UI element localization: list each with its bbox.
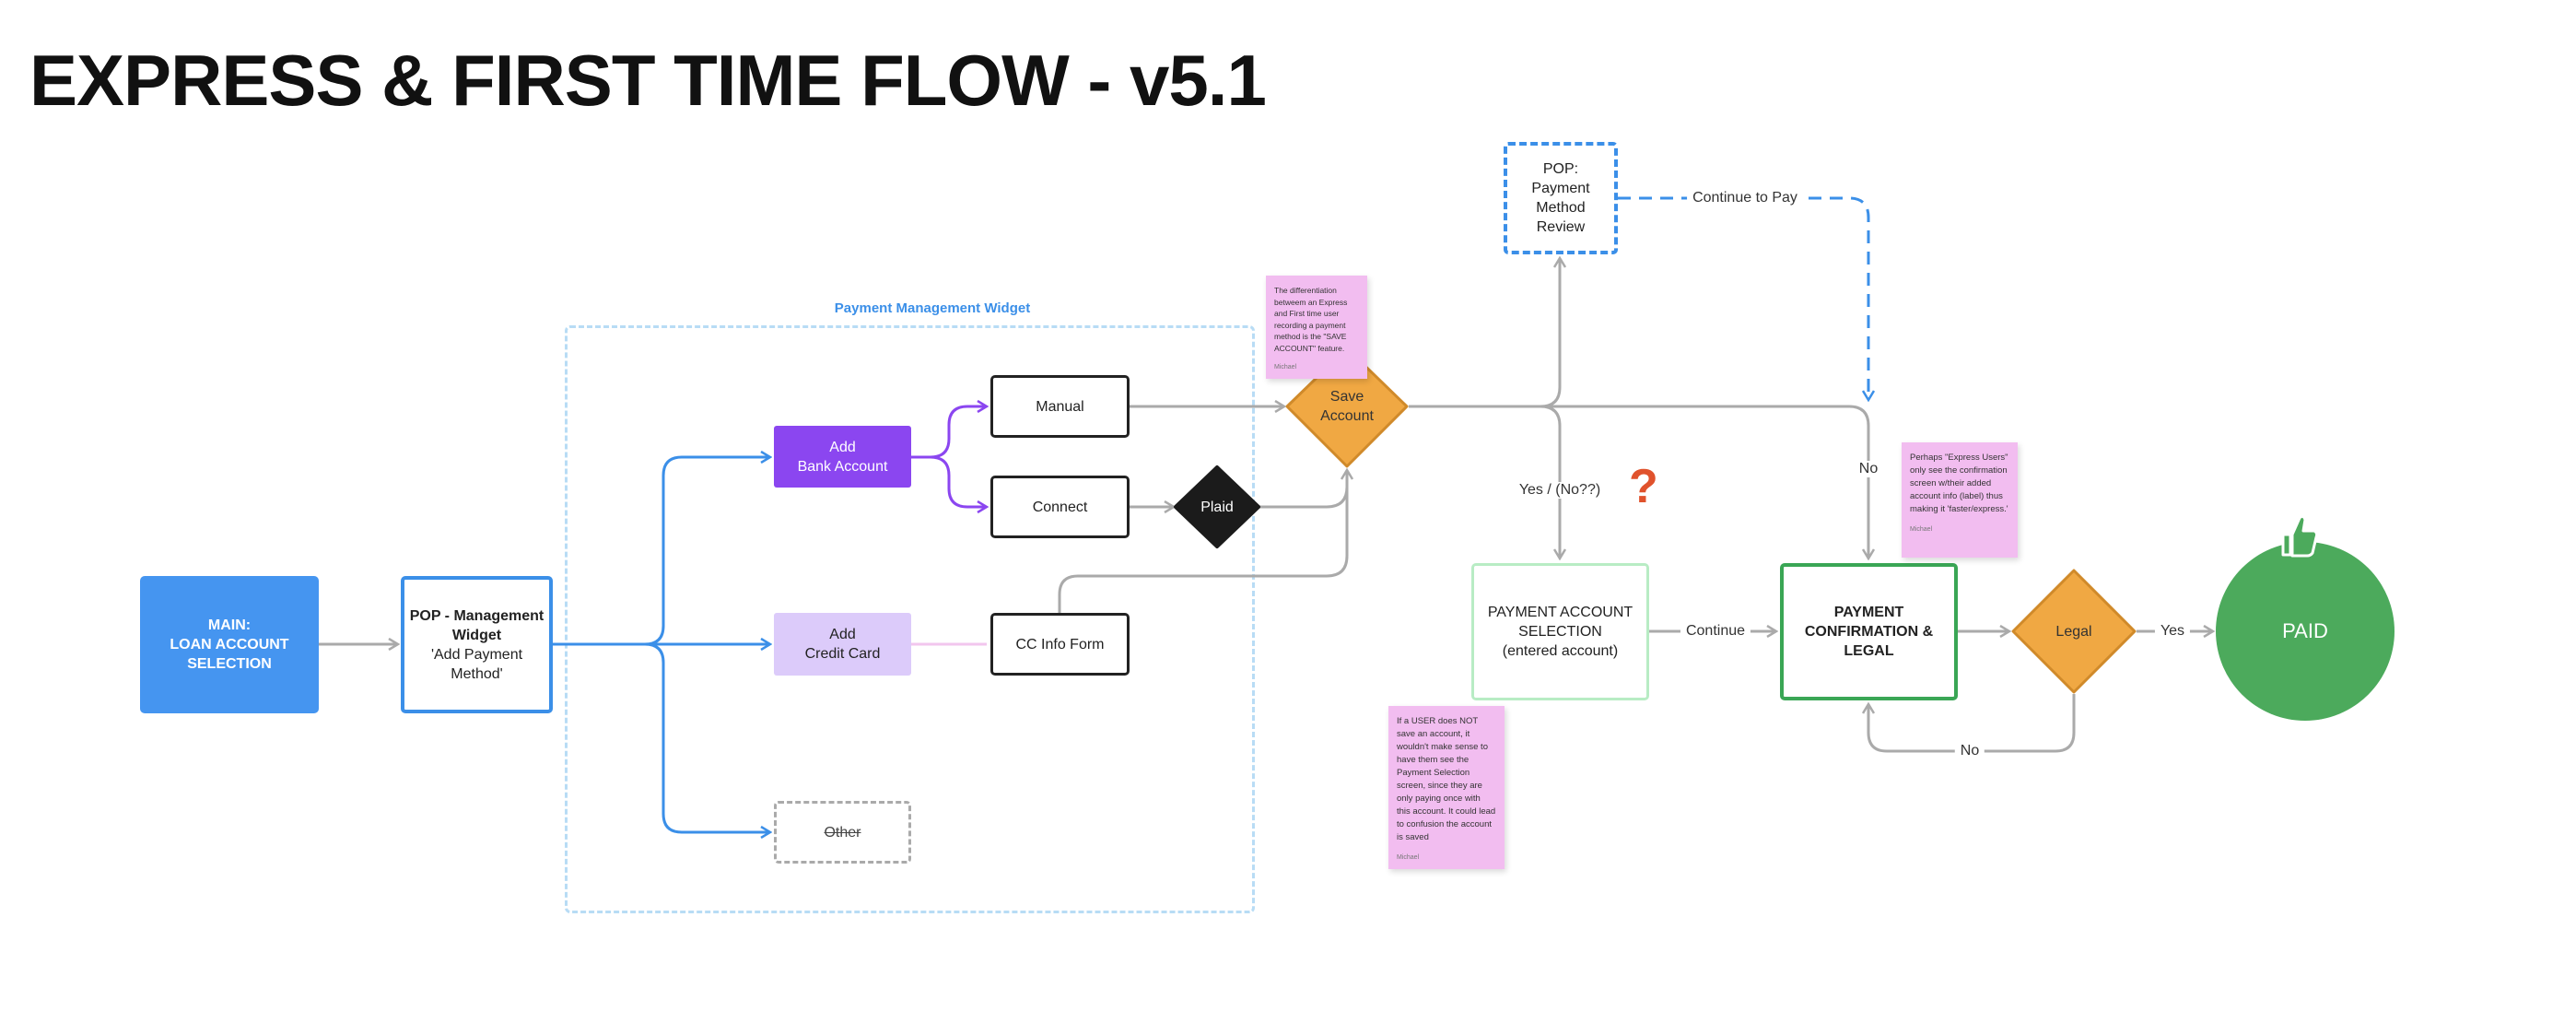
manual-node[interactable]: Manual <box>990 375 1130 438</box>
pop-title: POP - Management Widget <box>409 607 544 643</box>
edge-save-review <box>1540 258 1560 408</box>
pop-management-widget[interactable]: POP - Management Widget'Add Payment Meth… <box>401 576 553 713</box>
edge-ccform-save <box>1058 479 1349 613</box>
edge-continue-to-pay <box>1618 196 1868 400</box>
pop-subtitle: 'Add Payment Method' <box>430 646 523 682</box>
edge-save-selection <box>1540 405 1560 559</box>
connect-node[interactable]: Connect <box>990 476 1130 538</box>
sticky-note[interactable]: The differentiation betweem an Express a… <box>1266 276 1367 379</box>
thumbs-up-icon <box>2281 514 2319 558</box>
paid-label: PAID <box>2282 619 2328 642</box>
payment-confirmation-legal[interactable]: PAYMENT CONFIRMATION & LEGAL <box>1780 563 1958 700</box>
edge-pop-other <box>644 642 770 832</box>
note-author: Michael <box>1274 364 1297 370</box>
other-option[interactable]: Other <box>774 801 911 864</box>
payment-management-widget-group <box>565 325 1255 913</box>
edge-plaid-save <box>1259 470 1347 509</box>
page-title: EXPRESS & FIRST TIME FLOW - v5.1 <box>29 40 1267 121</box>
note-text: If a USER does NOT save an account, it w… <box>1397 716 1496 842</box>
main-loan-account-selection[interactable]: MAIN: LOAN ACCOUNT SELECTION <box>140 576 319 713</box>
edge-label-no-loop: No <box>1954 743 1985 759</box>
edge-label-continue-to-pay: Continue to Pay <box>1687 190 1803 206</box>
edge-pop-bank <box>553 457 770 646</box>
add-credit-card[interactable]: Add Credit Card <box>774 613 911 676</box>
pop-payment-method-review[interactable]: POP: Payment Method Review <box>1504 142 1618 254</box>
sticky-note[interactable]: Perhaps "Express Users" only see the con… <box>1902 442 2018 558</box>
payment-account-selection[interactable]: PAYMENT ACCOUNT SELECTION (entered accou… <box>1471 563 1649 700</box>
edge-label-no: No <box>1853 461 1884 477</box>
edge-label-continue: Continue <box>1680 623 1751 640</box>
edge-label-yes-no: Yes / (No??) <box>1513 482 1607 499</box>
sticky-note[interactable]: If a USER does NOT save an account, it w… <box>1388 706 1505 869</box>
legal-decision <box>2011 569 2137 694</box>
add-bank-account[interactable]: Add Bank Account <box>774 426 911 488</box>
edge-label-yes: Yes <box>2154 623 2191 640</box>
note-author: Michael <box>1910 526 1933 533</box>
edge-bank-connect <box>930 455 987 507</box>
group-label: Payment Management Widget <box>834 300 1031 316</box>
note-text: The differentiation betweem an Express a… <box>1274 286 1348 353</box>
plaid-label: Plaid <box>1200 499 1234 515</box>
question-mark-icon: ? <box>1629 460 1658 513</box>
cc-info-form-node[interactable]: CC Info Form <box>990 613 1130 676</box>
plaid-decision <box>1174 465 1260 548</box>
edge-bank-manual <box>911 406 987 459</box>
legal-label: Legal <box>2055 623 2092 640</box>
save-account-label: Save Account <box>1320 389 1374 424</box>
paid-terminal[interactable]: PAID <box>2216 542 2395 721</box>
edge-save-main <box>1409 405 1868 559</box>
note-author: Michael <box>1397 854 1420 861</box>
note-text: Perhaps "Express Users" only see the con… <box>1910 453 2008 514</box>
